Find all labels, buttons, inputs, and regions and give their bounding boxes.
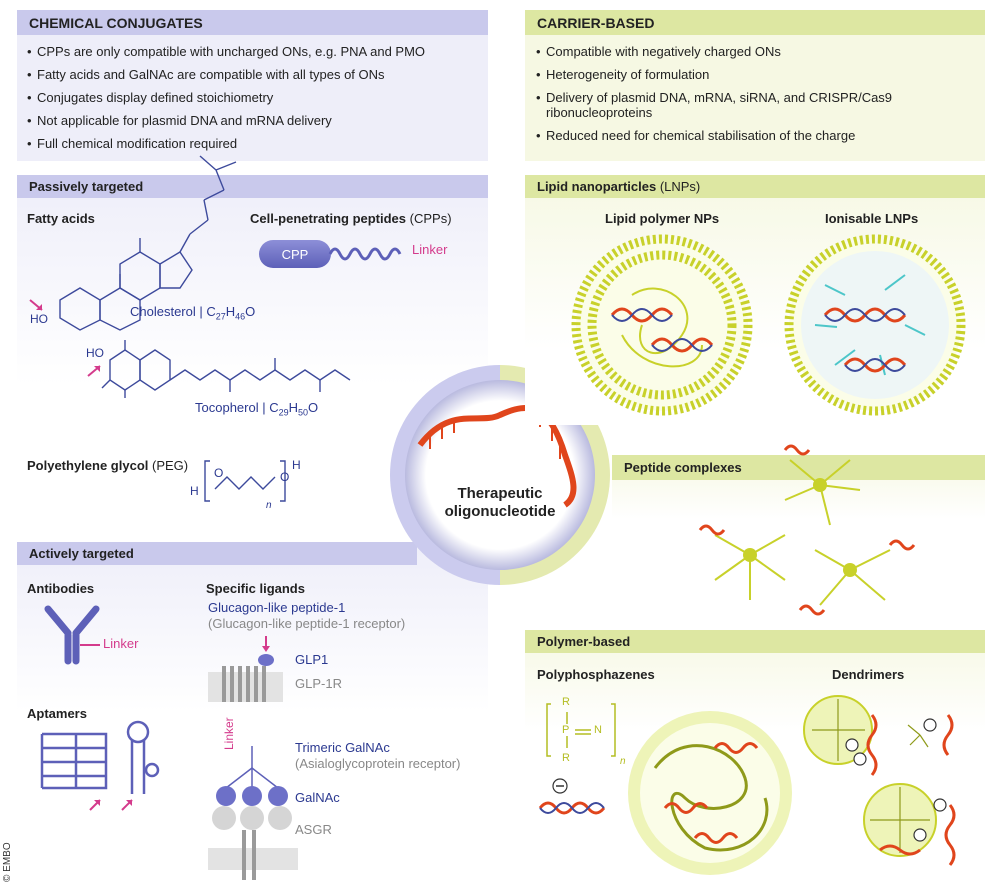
peptide-complexes-icon <box>698 444 916 616</box>
lnp-title: Lipid nanoparticles <box>537 179 657 194</box>
active-header: Actively targeted <box>17 542 417 565</box>
peptide-title: Peptide complexes <box>624 460 742 475</box>
polyphosphazenes-heading: Polyphosphazenes <box>537 667 655 682</box>
cpp-heading: Cell-penetrating peptides (CPPs) <box>250 211 452 226</box>
lnp-abbr: (LNPs) <box>659 179 701 194</box>
galnac-asgr-icon <box>208 746 298 880</box>
carrier-bullet-1: Compatible with negatively charged ONs <box>536 44 976 59</box>
glp1-label: GLP1 <box>295 652 329 667</box>
galnac-label: GalNAc <box>295 790 340 805</box>
ligands-heading: Specific ligands <box>206 581 305 596</box>
center-label: Therapeutic oligonucleotide <box>410 485 590 521</box>
antibody-icon <box>44 605 100 665</box>
carrier-bullet-2: Heterogeneity of formulation <box>536 67 976 82</box>
fatty-acids-heading: Fatty acids <box>27 211 95 226</box>
center-line-2: oligonucleotide <box>444 503 556 520</box>
aptamers-heading: Aptamers <box>27 706 87 721</box>
conjugates-bullets: CPPs are only compatible with uncharged … <box>27 44 482 159</box>
ionisable-lnp-heading: Ionisable LNPs <box>825 211 919 226</box>
cholesterol-structure <box>59 155 237 331</box>
dendrimers-heading: Dendrimers <box>832 667 905 682</box>
glp1r-receptor-icon <box>208 636 283 702</box>
peptide-panel <box>612 455 985 615</box>
ho-arrow-2 <box>87 365 101 377</box>
cholesterol-label: Cholesterol | C27H46O <box>130 304 256 322</box>
glp-name: Glucagon-like peptide-1 <box>208 600 346 615</box>
cpp-linker-wave <box>328 247 402 261</box>
pp-r1: R <box>562 696 570 708</box>
ho-label-2: HO <box>86 346 104 360</box>
polyphosphazene-dna-icon <box>538 778 606 815</box>
passive-header: Passively targeted <box>17 175 488 198</box>
antibodies-heading: Antibodies <box>27 581 95 596</box>
copyright: © EMBO <box>2 842 13 882</box>
pp-p: P <box>562 724 570 736</box>
lipid-polymer-heading: Lipid polymer NPs <box>605 211 720 226</box>
polyphosphazene-particle-icon <box>628 711 792 875</box>
conj-bullet-1: CPPs are only compatible with uncharged … <box>27 44 482 59</box>
conjugates-title: CHEMICAL CONJUGATES <box>29 14 203 31</box>
glp-receptor-name: (Glucagon-like peptide-1 receptor) <box>208 616 406 631</box>
aptamer-arrows <box>89 799 133 811</box>
ho-arrow-1 <box>29 299 43 311</box>
galnac-trimeric-label: Trimeric GalNAc <box>295 740 390 755</box>
conjugates-header: CHEMICAL CONJUGATES <box>17 10 488 35</box>
glp1r-label: GLP-1R <box>295 676 342 691</box>
pp-n-sub: n <box>620 756 626 767</box>
passive-title: Passively targeted <box>29 179 144 194</box>
cpp-label: CPP <box>281 246 309 262</box>
ionisable-lnp-icon <box>784 234 966 416</box>
asgr-label: ASGR <box>295 822 332 837</box>
peg-o2: O <box>280 470 290 484</box>
peg-n: n <box>266 500 272 511</box>
polyphosphazene-structure <box>546 703 616 757</box>
cpp-linker-label: Linker <box>412 242 448 257</box>
polymer-title: Polymer-based <box>537 634 631 649</box>
carrier-title: CARRIER-BASED <box>537 14 655 31</box>
pp-r2: R <box>562 752 570 764</box>
conj-bullet-3: Conjugates display defined stoichiometry <box>27 90 482 105</box>
tocopherol-label: Tocopherol | C29H50O <box>195 400 319 418</box>
antibody-linker-label: Linker <box>103 636 139 651</box>
conj-bullet-5: Full chemical modification required <box>27 136 482 151</box>
asgr-full-label: (Asialoglycoprotein receptor) <box>295 756 461 771</box>
peg-h1: H <box>190 484 199 498</box>
peg-heading: Polyethylene glycol (PEG) <box>27 458 189 473</box>
polymer-header: Polymer-based <box>525 630 985 653</box>
conj-bullet-2: Fatty acids and GalNAc are compatible wi… <box>27 67 482 82</box>
conj-bullet-4: Not applicable for plasmid DNA and mRNA … <box>27 113 482 128</box>
lipid-polymer-np-icon <box>571 234 753 416</box>
pp-n: N <box>594 724 602 736</box>
aptamer-hairpin-icon <box>126 720 160 794</box>
peg-structure <box>204 460 286 502</box>
ho-label-1: HO <box>30 312 48 326</box>
tocopherol-structure <box>101 340 351 398</box>
carrier-bullets: Compatible with negatively charged ONs H… <box>536 44 976 151</box>
center-line-1: Therapeutic <box>457 485 543 502</box>
carrier-header: CARRIER-BASED <box>525 10 985 35</box>
carrier-bullet-3: Delivery of plasmid DNA, mRNA, siRNA, an… <box>536 90 976 120</box>
active-title: Actively targeted <box>29 546 134 561</box>
lnp-header: Lipid nanoparticles (LNPs) <box>525 175 985 198</box>
dendrimers-icon <box>803 695 956 866</box>
carrier-bullet-4: Reduced need for chemical stabilisation … <box>536 128 976 143</box>
peg-o1: O <box>214 466 224 480</box>
aptamer-g-quadruplex-icon <box>40 732 108 790</box>
cpp-block: CPP <box>259 240 331 268</box>
peg-h2: H <box>292 458 301 472</box>
